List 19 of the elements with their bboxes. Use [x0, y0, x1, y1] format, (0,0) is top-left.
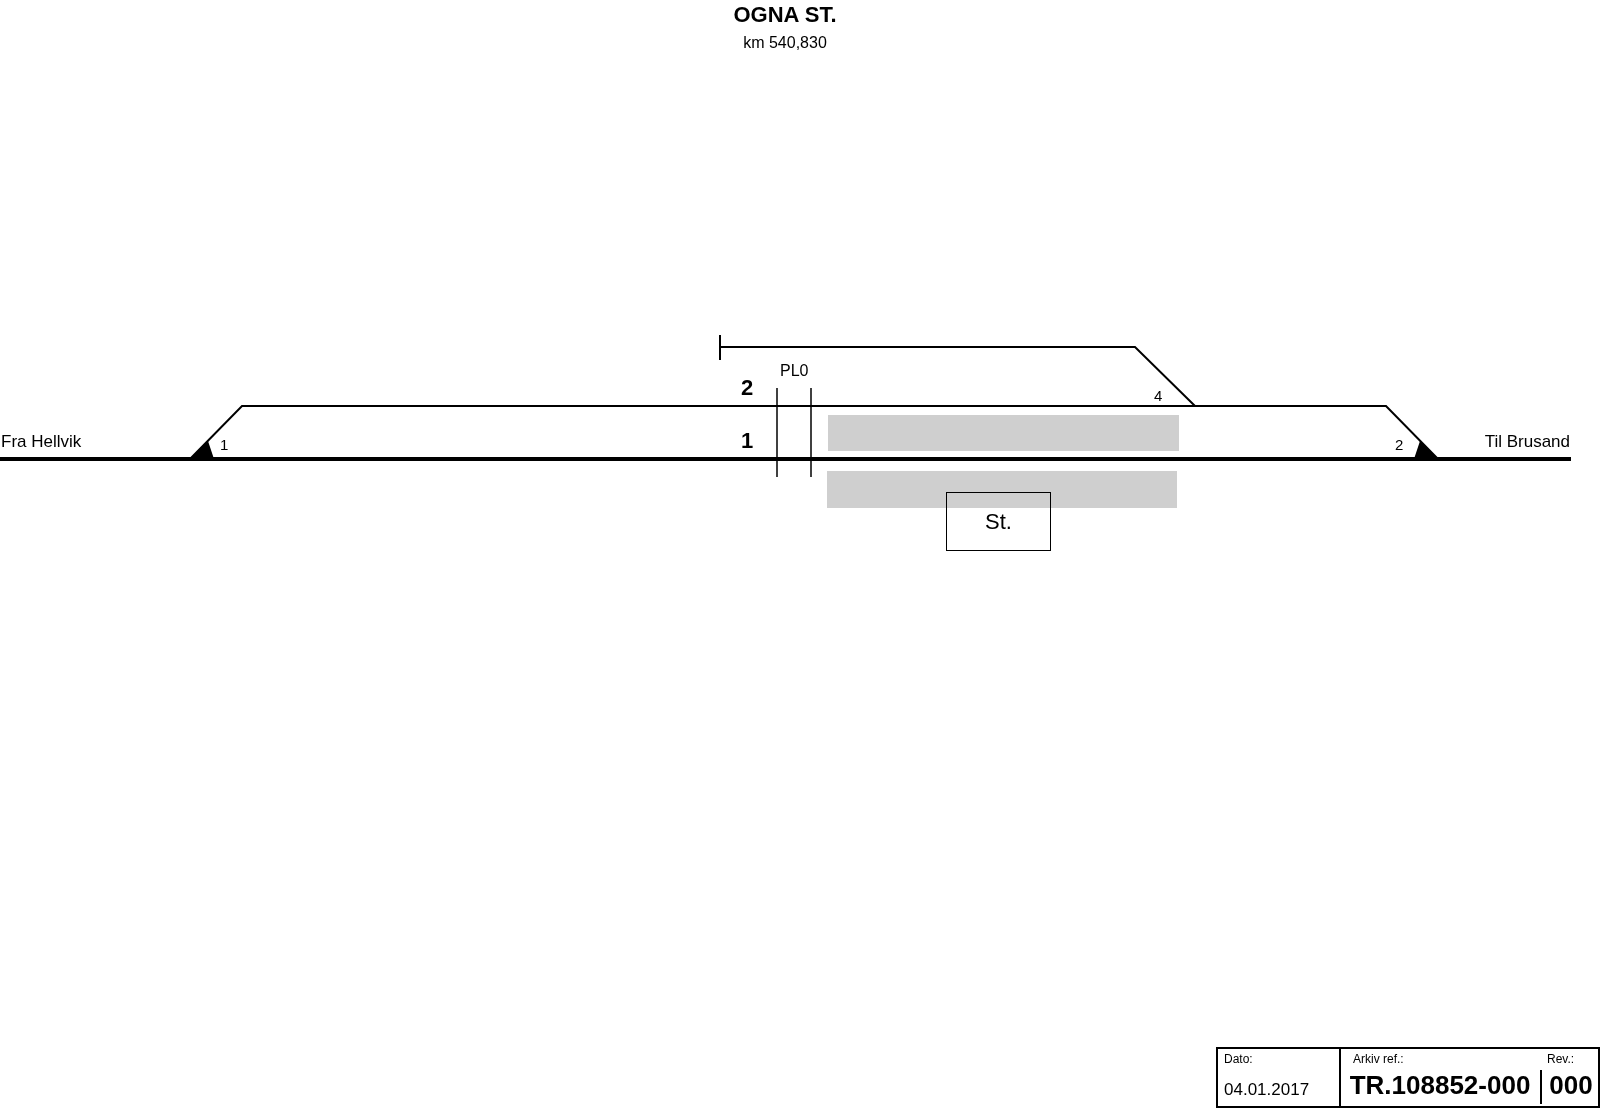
switch-number: 2: [1395, 437, 1404, 452]
reference-number: TR.108852-000: [1348, 1072, 1532, 1098]
platform-label: PL0: [780, 363, 809, 379]
track-number: 1: [741, 430, 754, 452]
track-number: 2: [741, 377, 754, 399]
platform: [828, 415, 1179, 451]
field-label: Rev.:: [1547, 1053, 1575, 1065]
switch-number: 1: [220, 437, 229, 452]
switch-number: 4: [1154, 388, 1163, 403]
field-label: Arkiv ref.:: [1353, 1053, 1404, 1065]
station-building: St.: [946, 492, 1051, 551]
revision-number: 000: [1548, 1072, 1594, 1098]
subtitle: km 540,830: [742, 35, 828, 51]
direction-label: Til Brusand: [1484, 433, 1570, 450]
date-value: 04.01.2017: [1224, 1081, 1310, 1098]
direction-label: Fra Hellvik: [1, 433, 82, 450]
field-label: Dato:: [1224, 1053, 1253, 1065]
title: OGNA ST.: [732, 4, 838, 26]
platform: [827, 471, 1177, 508]
